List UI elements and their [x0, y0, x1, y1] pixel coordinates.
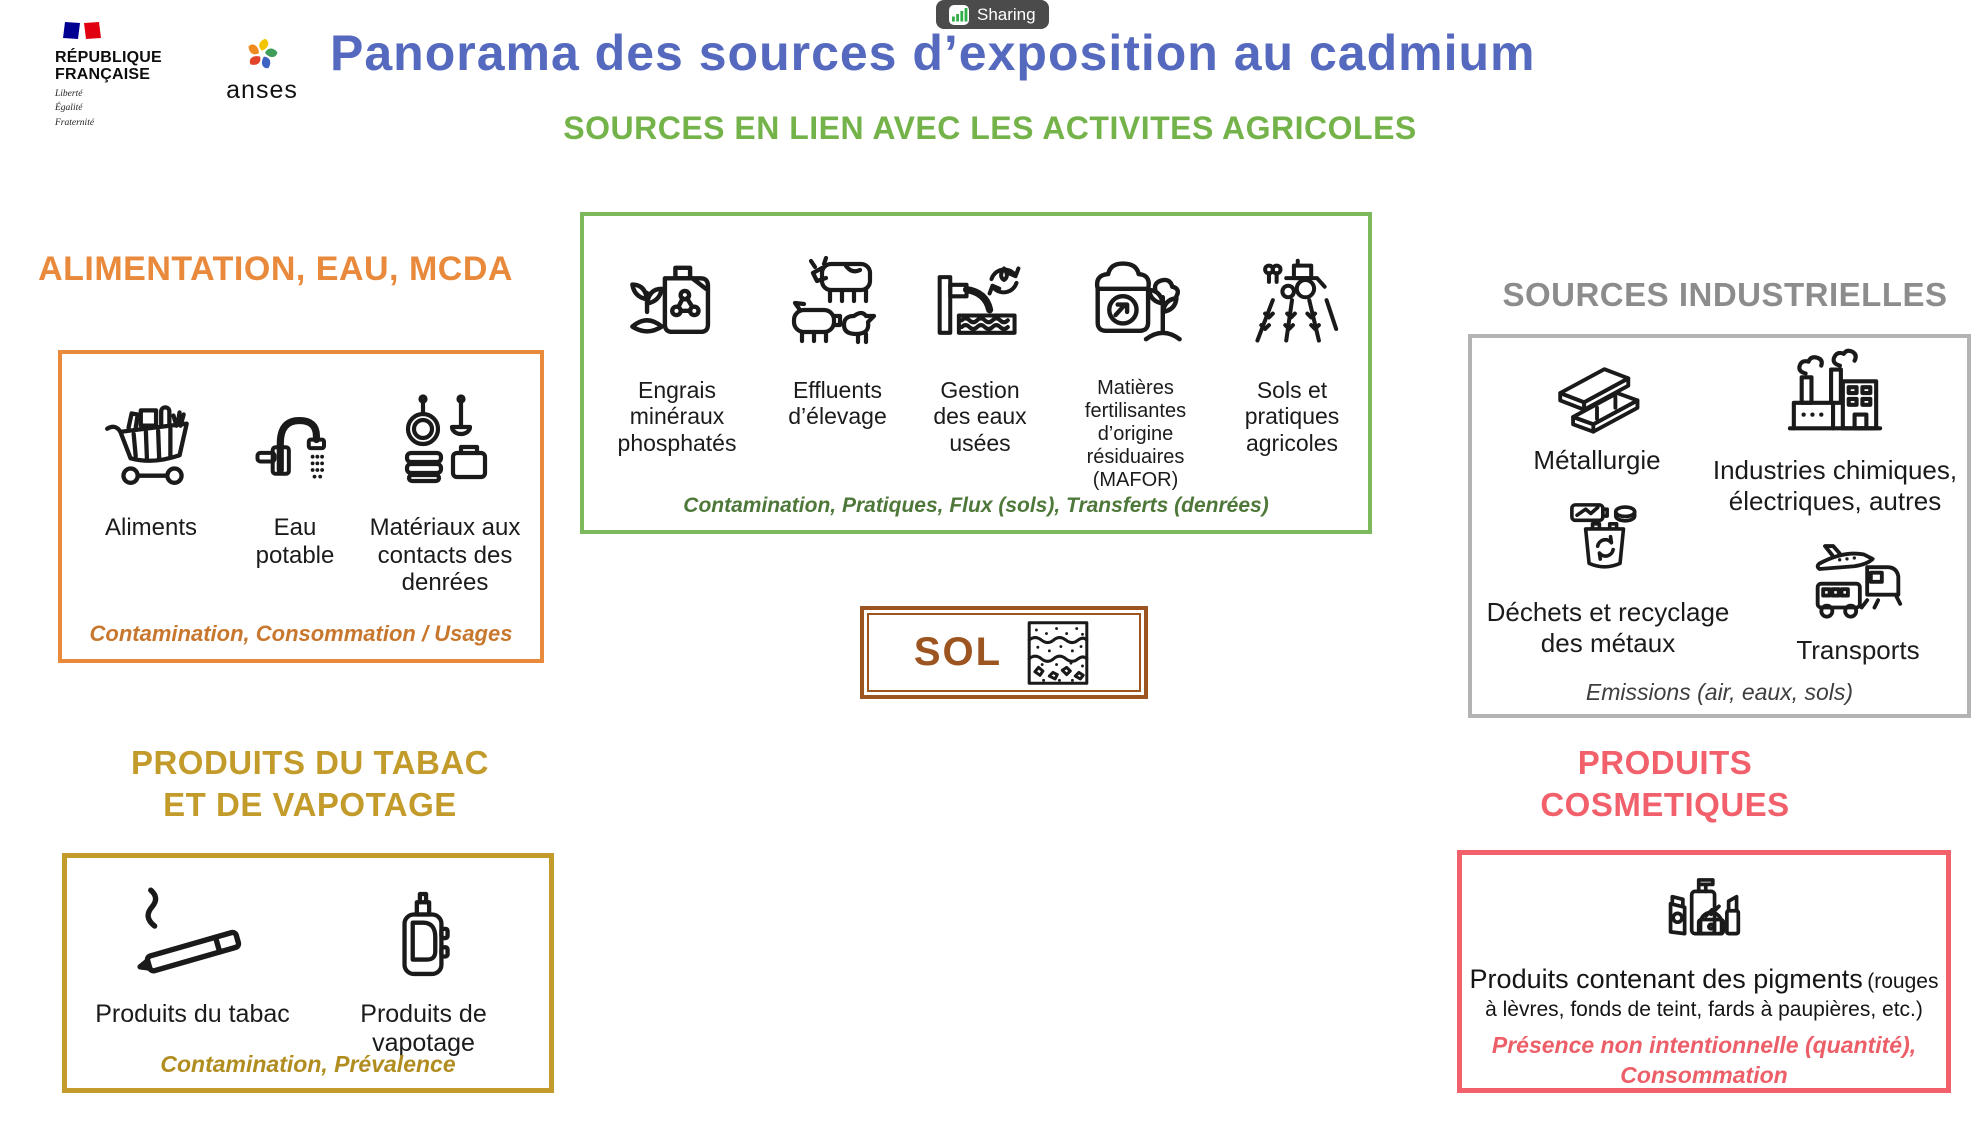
page-title: Panorama des sources d’exposition au cad…: [330, 25, 1536, 81]
alim-item-label: Eau potable: [255, 514, 335, 569]
agri-item-label: Gestion des eaux usées: [933, 377, 1027, 456]
alim-item-label: Aliments: [104, 514, 198, 541]
agri-item-sols: Sols et pratiques agricoles: [1230, 236, 1354, 530]
sol-label: SOL: [913, 630, 1003, 674]
tabac-item-tabac: Produits du tabac: [85, 874, 300, 1088]
vape-icon: [382, 874, 466, 996]
anses-logo: anses: [220, 38, 304, 105]
indus-item-label: Métallurgie: [1533, 445, 1661, 475]
indus-item-dechets: Déchets et recyclage des métaux: [1480, 498, 1736, 659]
organic-fertilizer-bag-icon: [1083, 236, 1188, 371]
rf-motto-3: Fraternité: [55, 117, 95, 128]
agri-caption: Contamination, Pratiques, Flux (sols), T…: [683, 494, 1269, 517]
indus-item-label: Déchets et recyclage des métaux: [1486, 597, 1730, 659]
heading-cosmetiques: PRODUITS COSMETIQUES: [1440, 742, 1890, 826]
faucet-icon: [248, 376, 343, 506]
tabac-item-label: Produits du tabac: [95, 1000, 290, 1028]
agri-item-label: Engrais minéraux phosphatés: [617, 377, 737, 456]
metal-recycling-icon: [1565, 498, 1651, 589]
agri-item-label: Matières fertilisantes d’origine résidua…: [1084, 377, 1187, 491]
box-sources-industrielles: Métallurgie Industries chimiqu: [1468, 334, 1971, 718]
alim-caption: Contamination, Consommation / Usages: [89, 621, 513, 646]
rf-motto-1: Liberté: [55, 89, 83, 100]
alim-item-label: Matériaux aux contacts des denrées: [369, 514, 521, 597]
cosme-item-detail: (rouges à lèvres, fonds de teint, fards …: [1485, 970, 1939, 1021]
republique-francaise-logo: RÉPUBLIQUE FRANÇAISE Liberté Égalité Fra…: [55, 20, 205, 130]
steel-beam-icon: [1551, 354, 1643, 439]
alim-item-eau: Eau potable: [239, 376, 351, 659]
agri-item-mafor: Matières fertilisantes d’origine résidua…: [1057, 236, 1215, 530]
factory-icon: [1786, 346, 1884, 449]
tabac-heading-line2: ET DE VAPOTAGE: [163, 786, 457, 824]
anses-pinwheel-icon: [248, 38, 278, 69]
tabac-heading-line1: PRODUITS DU TABAC: [130, 744, 490, 781]
heading-alimentation: ALIMENTATION, EAU, MCDA: [38, 250, 513, 288]
agri-item-engrais: Engrais minéraux phosphatés: [598, 236, 756, 530]
anses-wordmark: anses: [226, 76, 298, 104]
box-tabac: Produits du tabac Produits de vapotage C…: [62, 853, 554, 1093]
agri-item-eaux-usees: Gestion des eaux usées: [919, 236, 1041, 530]
indus-item-chimiques: Industries chimiques, électriques, autre…: [1707, 346, 1963, 517]
agri-item-label: Sols et pratiques agricoles: [1244, 377, 1340, 456]
cosmetics-icon: [1660, 865, 1748, 958]
indus-item-label: Industries chimiques, électriques, autre…: [1712, 455, 1958, 517]
cosme-heading-line1: PRODUITS: [1577, 744, 1753, 781]
agri-item-label: Effluents d’élevage: [788, 377, 887, 430]
signal-bars-icon: [949, 4, 969, 25]
heading-tabac: PRODUITS DU TABAC ET DE VAPOTAGE: [65, 742, 555, 826]
french-flag-icon: [63, 22, 101, 39]
cosme-caption: Présence non intentionnelle (quantité), …: [1491, 1032, 1917, 1089]
cookware-icon: [395, 376, 495, 506]
sharing-badge[interactable]: Sharing: [936, 0, 1049, 29]
indus-item-metallurgie: Métallurgie: [1492, 354, 1702, 476]
rf-motto-2: Égalité: [55, 103, 83, 114]
tabac-item-vapotage: Produits de vapotage: [316, 874, 531, 1088]
box-sol: SOL: [860, 606, 1148, 699]
cosme-item-text: Produits contenant des pigments (rouges …: [1469, 962, 1939, 1023]
alim-item-aliments: Aliments: [76, 376, 226, 659]
tractor-field-icon: [1244, 236, 1340, 371]
fertilizer-can-icon: [625, 236, 730, 371]
heading-sources-industrielles: SOURCES INDUSTRIELLES: [1502, 276, 1948, 313]
transport-icon: [1812, 536, 1904, 629]
indus-caption: Emissions (air, eaux, sols): [1585, 679, 1854, 705]
box-alimentation: Aliments Eau potable: [58, 350, 544, 663]
box-cosmetiques: Produits contenant des pigments (rouges …: [1457, 850, 1951, 1093]
box-sources-agricoles: Engrais minéraux phosphatés Ef: [580, 212, 1372, 534]
agri-item-effluents: Effluents d’élevage: [772, 236, 904, 530]
cigarette-icon: [129, 874, 257, 996]
alim-item-mcda: Matériaux aux contacts des denrées: [364, 376, 526, 659]
livestock-icon: [783, 236, 893, 371]
tabac-item-label: Produits de vapotage: [360, 1000, 487, 1057]
rf-line2: FRANÇAISE: [55, 66, 151, 84]
rf-line1: RÉPUBLIQUE: [55, 49, 162, 66]
shopping-cart-icon: [97, 376, 205, 506]
cosme-heading-line2: COSMETIQUES: [1540, 786, 1790, 824]
sharing-label: Sharing: [977, 4, 1036, 24]
soil-layers-icon: [1027, 620, 1089, 685]
cosme-item-main: Produits contenant des pigments: [1469, 964, 1863, 994]
heading-sources-agricoles: SOURCES EN LIEN AVEC LES ACTIVITES AGRIC…: [563, 110, 1417, 146]
tabac-caption: Contamination, Prévalence: [160, 1051, 456, 1077]
indus-item-label: Transports: [1796, 635, 1920, 665]
indus-item-transports: Transports: [1754, 536, 1962, 666]
wastewater-icon: [930, 236, 1030, 371]
